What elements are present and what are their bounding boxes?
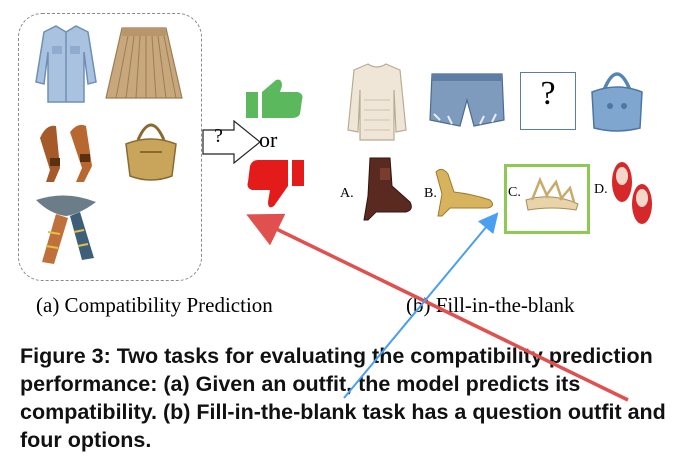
option-c-label: C. bbox=[508, 185, 521, 200]
sandal-icon[interactable] bbox=[522, 170, 582, 222]
option-d-label: D. bbox=[594, 182, 608, 197]
gold-pump-icon[interactable] bbox=[432, 164, 496, 218]
jacket-icon bbox=[35, 25, 97, 103]
sweater-icon bbox=[347, 63, 407, 141]
blue-handbag-icon bbox=[591, 72, 643, 132]
figure-caption: Figure 3: Two tasks for evaluating the c… bbox=[20, 344, 666, 452]
heels-icon bbox=[40, 124, 92, 182]
option-a-label: A. bbox=[340, 186, 354, 201]
thumbs-down-icon bbox=[247, 160, 304, 208]
or-label: or bbox=[259, 127, 278, 152]
ankle-boot-icon[interactable] bbox=[356, 156, 414, 222]
blank-question-mark: ? bbox=[540, 75, 556, 112]
caption-a: (a) Compatibility Prediction bbox=[36, 293, 273, 317]
pleated-skirt-icon bbox=[105, 27, 183, 99]
outfit-panel bbox=[18, 13, 202, 281]
gold-handbag-icon bbox=[125, 123, 177, 181]
blank-slot bbox=[520, 72, 576, 130]
caption-b: (b) Fill-in-the-blank bbox=[406, 293, 575, 317]
scarf-icon bbox=[36, 195, 96, 264]
question-mark: ? bbox=[214, 125, 223, 147]
question-arrow-icon bbox=[202, 119, 261, 165]
red-flat-icon[interactable] bbox=[608, 160, 656, 226]
thumbs-up-icon bbox=[246, 79, 303, 118]
option-b-label: B. bbox=[424, 186, 437, 201]
denim-shorts-icon bbox=[429, 73, 505, 127]
